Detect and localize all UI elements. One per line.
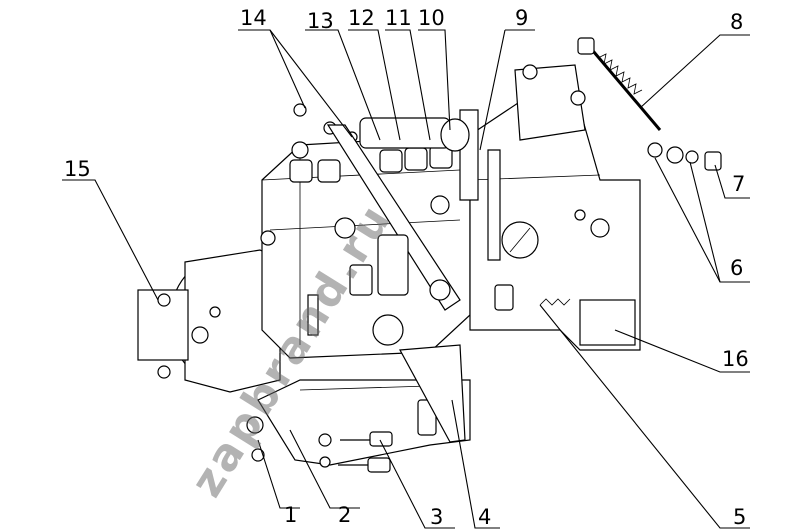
callout-1: 1 <box>284 503 297 527</box>
callout-12: 12 <box>348 6 375 30</box>
callout-16: 16 <box>722 347 749 371</box>
callout-6: 6 <box>730 256 743 280</box>
callout-3: 3 <box>430 505 443 529</box>
callout-7: 7 <box>732 172 745 196</box>
callout-4: 4 <box>478 505 491 529</box>
callout-13: 13 <box>307 9 334 33</box>
callout-2: 2 <box>338 503 351 527</box>
callout-8: 8 <box>730 10 743 34</box>
callout-labels: 1 2 3 4 5 6 7 8 9 10 11 12 13 14 15 16 <box>64 6 749 529</box>
callout-11: 11 <box>385 6 412 30</box>
leader-lines <box>62 29 750 529</box>
pump-assembly-drawing <box>137 37 722 473</box>
callout-5: 5 <box>733 505 746 529</box>
callout-9: 9 <box>515 6 528 30</box>
callout-14: 14 <box>240 6 267 30</box>
callout-15: 15 <box>64 157 91 181</box>
callout-10: 10 <box>418 6 445 30</box>
